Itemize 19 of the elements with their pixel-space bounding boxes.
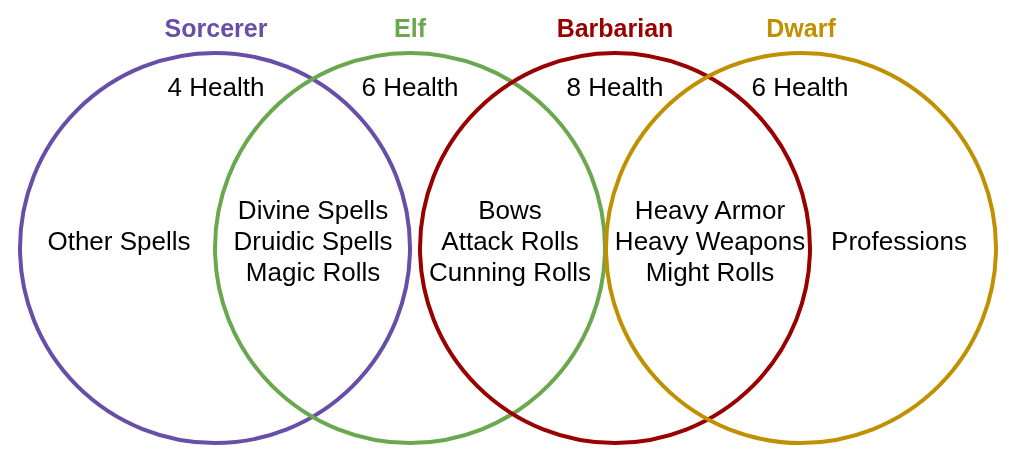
set-title: Barbarian [556, 13, 674, 43]
trait-label: Heavy Armor [634, 195, 786, 225]
trait-label: Divine Spells [237, 195, 389, 225]
trait-label: Magic Rolls [245, 257, 381, 287]
set-title: Dwarf [766, 13, 836, 43]
trait-label: Other Spells [47, 226, 191, 256]
trait-label: Professions [831, 226, 967, 256]
set-title: Sorcerer [164, 13, 268, 43]
trait-label: Heavy Weapons [614, 226, 806, 256]
trait-label: Druidic Spells [233, 226, 393, 256]
health-label: 8 Health [566, 72, 664, 102]
set-title: Elf [394, 13, 426, 43]
trait-label: Might Rolls [645, 257, 775, 287]
health-label: 6 Health [361, 72, 459, 102]
trait-label: Attack Rolls [441, 226, 579, 256]
trait-label: Bows [478, 195, 542, 225]
health-label: 6 Health [751, 72, 849, 102]
health-label: 4 Health [167, 72, 265, 102]
trait-label: Cunning Rolls [429, 257, 591, 287]
